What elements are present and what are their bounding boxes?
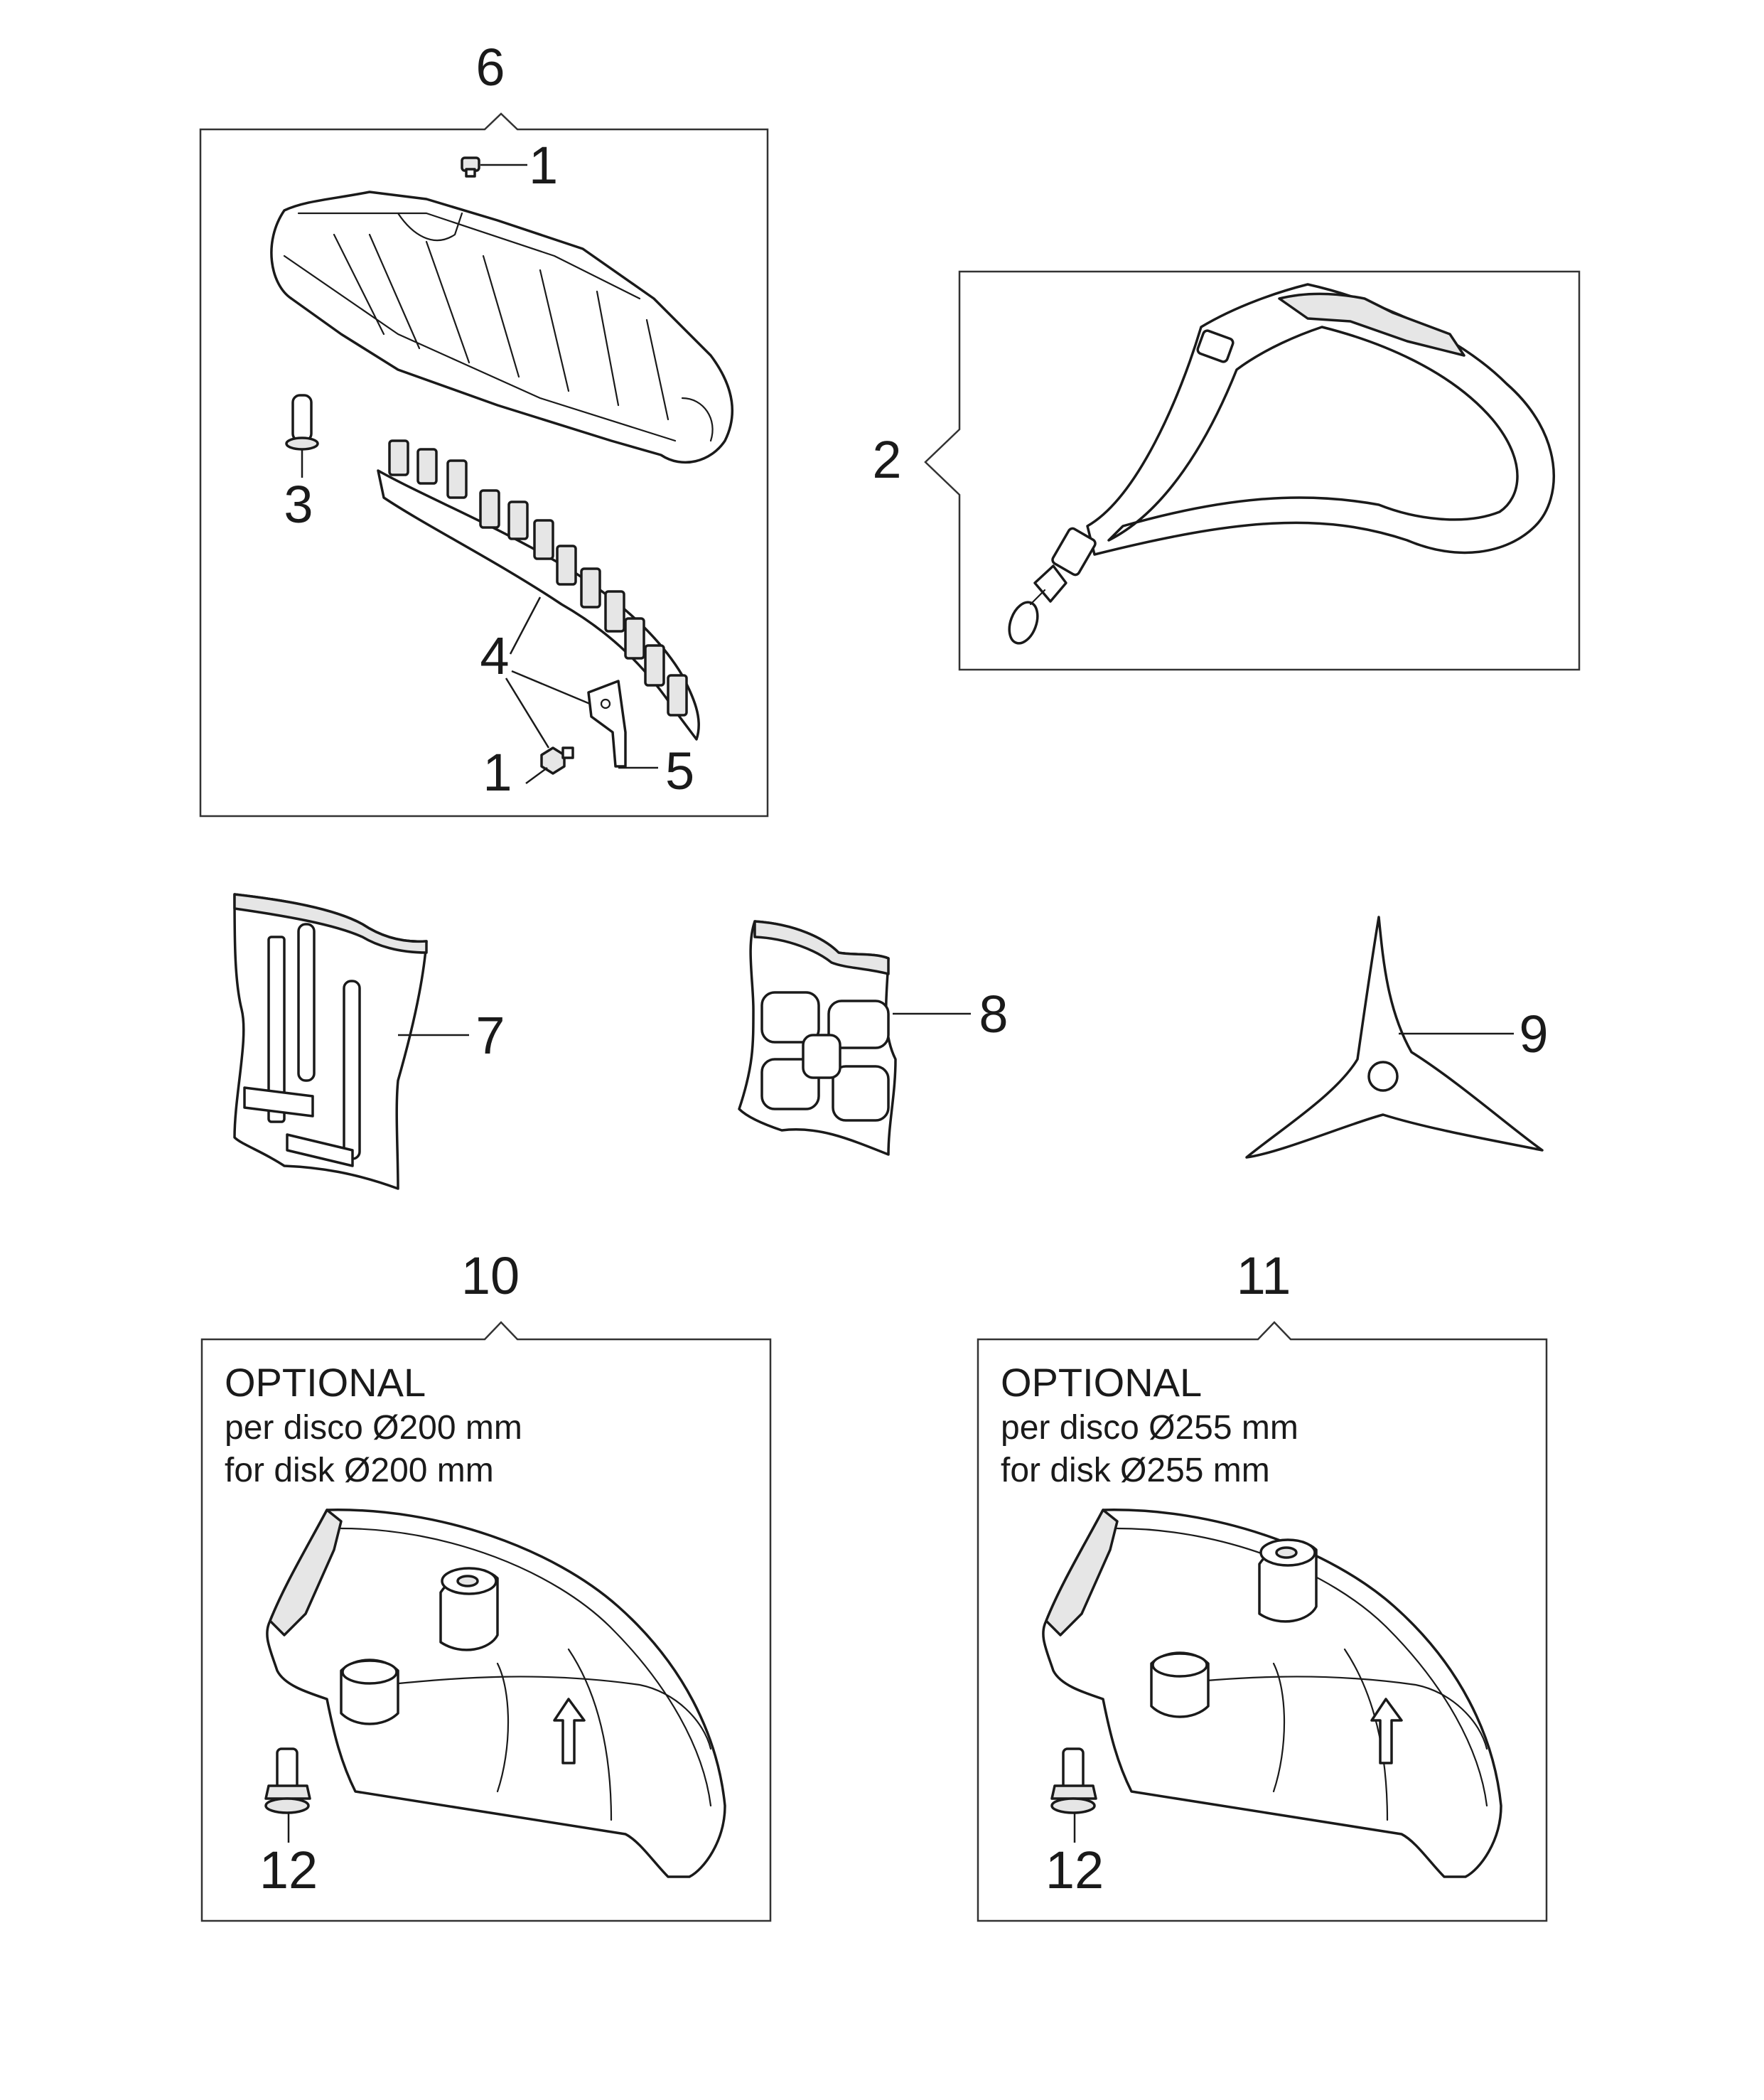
optional-line-en-255: for disk Ø255 mm <box>1001 1452 1270 1489</box>
optional-title-255: OPTIONAL <box>1001 1360 1202 1405</box>
guard-shell-part-6 <box>270 191 734 464</box>
group-6-frame <box>199 112 769 818</box>
callout-6: 6 <box>475 38 505 97</box>
group-10-blade-guard-200: 10 OPTIONAL per disco Ø200 mm for disk Ø… <box>200 1246 772 1922</box>
group-2-harness: 2 <box>872 270 1581 671</box>
line-cutter-bar-part-4 <box>377 439 700 741</box>
callout-12-right: 12 <box>1045 1841 1104 1900</box>
leader-4-bar <box>509 596 542 655</box>
optional-line-it-200: per disco Ø200 mm <box>225 1409 522 1447</box>
blade-guard-200-shape <box>266 1509 726 1878</box>
hex-key-set-part-7: 7 <box>233 893 505 1190</box>
plate-part-5 <box>587 680 627 768</box>
callout-5: 5 <box>665 741 694 800</box>
group-6-guard-kit: 6 1 3 <box>199 38 769 818</box>
screw-part-12-left <box>264 1747 311 1814</box>
callout-9: 9 <box>1519 1005 1548 1064</box>
callout-10: 10 <box>461 1246 520 1305</box>
callout-2: 2 <box>872 430 901 489</box>
goggles-part-8: 8 <box>738 920 1009 1156</box>
callout-3: 3 <box>284 475 313 534</box>
leader-1-bottom <box>525 766 548 785</box>
leader-4-nut <box>505 677 550 749</box>
three-tooth-blade-part-9: 9 <box>1245 916 1549 1159</box>
screw-part-1-top <box>461 156 480 178</box>
leader-4-plate <box>511 670 591 705</box>
callout-7: 7 <box>475 1006 505 1065</box>
group-11-blade-guard-255: 11 OPTIONAL per disco Ø255 mm for disk Ø… <box>977 1246 1548 1922</box>
callout-8: 8 <box>979 985 1008 1044</box>
group-2-frame <box>924 270 1581 671</box>
callout-4: 4 <box>480 626 509 685</box>
optional-line-en-200: for disk Ø200 mm <box>225 1452 494 1489</box>
nut-part-1-bottom <box>540 746 574 775</box>
callout-1-top: 1 <box>529 136 558 195</box>
blade-guard-255-shape <box>1042 1509 1502 1878</box>
group-11-frame <box>977 1321 1548 1922</box>
callout-12-left: 12 <box>259 1841 318 1900</box>
pin-part-3 <box>285 394 319 451</box>
optional-title-200: OPTIONAL <box>225 1360 426 1405</box>
callout-1-bottom: 1 <box>483 743 512 802</box>
optional-line-it-255: per disco Ø255 mm <box>1001 1409 1298 1447</box>
screw-part-12-right <box>1050 1747 1097 1814</box>
group-10-frame <box>200 1321 772 1922</box>
callout-11: 11 <box>1237 1246 1291 1305</box>
shoulder-strap-part-2 <box>1008 283 1555 645</box>
